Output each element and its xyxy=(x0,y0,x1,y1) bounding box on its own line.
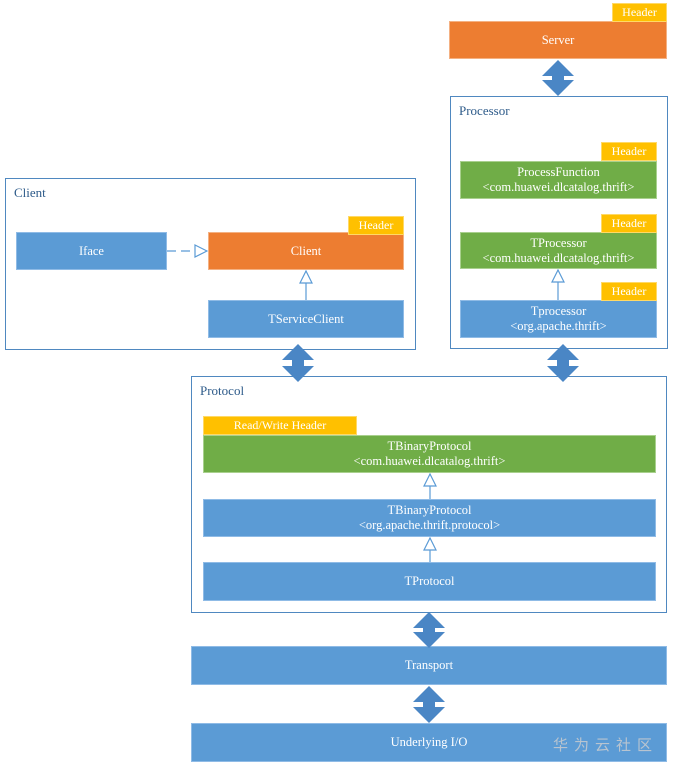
tservice-client-box: TServiceClient xyxy=(208,300,404,338)
tprocessor-huawei-name: TProcessor xyxy=(530,235,587,250)
protocol-read-write-header-tag: Read/Write Header xyxy=(203,416,357,435)
tprotocol-label: TProtocol xyxy=(404,574,455,588)
protocol-transport-double-arrow xyxy=(413,612,445,648)
tprocessor-apache-header-tag-label: Header xyxy=(611,284,647,298)
process-function-package: <com.huawei.dlcatalog.thrift> xyxy=(482,180,635,194)
tprocessor-apache-box: Tprocessor <org.apache.thrift> xyxy=(460,300,657,338)
iface-box: Iface xyxy=(16,232,167,270)
processor-group-title: Processor xyxy=(459,103,510,118)
tprotocol-box: TProtocol xyxy=(203,562,656,601)
tbinary-protocol-huawei-name: TBinaryProtocol xyxy=(387,439,472,453)
transport-box: Transport xyxy=(191,646,667,685)
processor-protocol-double-arrow xyxy=(547,344,579,382)
server-label: Server xyxy=(541,32,575,47)
tbinary-protocol-apache-package: <org.apache.thrift.protocol> xyxy=(358,518,501,532)
tprocessor-apache-name: Tprocessor xyxy=(530,304,587,318)
tprocessor-apache-header-tag: Header xyxy=(601,282,657,301)
process-function-header-tag-label: Header xyxy=(611,144,647,158)
client-group-title: Client xyxy=(14,185,46,200)
tbinary-protocol-huawei-box: TBinaryProtocol <com.huawei.dlcatalog.th… xyxy=(203,435,656,473)
tservice-client-label: TServiceClient xyxy=(268,311,344,326)
iface-label: Iface xyxy=(79,243,104,258)
tprocessor-huawei-package: <com.huawei.dlcatalog.thrift> xyxy=(482,250,635,265)
client-header-tag: Header xyxy=(348,216,404,235)
tprocessor-apache-package: <org.apache.thrift> xyxy=(510,319,607,333)
client-header-tag-label: Header xyxy=(358,218,394,232)
transport-io-double-arrow xyxy=(413,686,445,723)
process-function-header-tag: Header xyxy=(601,142,657,161)
underlying-io-label: Underlying I/O xyxy=(390,735,468,749)
client-label: Client xyxy=(290,243,322,258)
tprocessor-huawei-header-tag-label: Header xyxy=(611,216,647,230)
tbinary-protocol-apache-box: TBinaryProtocol <org.apache.thrift.proto… xyxy=(203,499,656,537)
tbinary-protocol-huawei-package: <com.huawei.dlcatalog.thrift> xyxy=(353,454,506,468)
client-protocol-double-arrow xyxy=(282,344,314,382)
server-processor-double-arrow xyxy=(542,60,574,96)
protocol-group-title: Protocol xyxy=(200,383,245,398)
server-header-tag-label: Header xyxy=(622,5,657,19)
protocol-read-write-header-tag-label: Read/Write Header xyxy=(233,418,327,432)
underlying-io-box: Underlying I/O xyxy=(191,723,667,762)
tbinary-protocol-apache-name: TBinaryProtocol xyxy=(387,503,472,517)
process-function-name: ProcessFunction xyxy=(517,165,600,179)
process-function-box: ProcessFunction <com.huawei.dlcatalog.th… xyxy=(460,161,657,199)
watermark-text: 华为云社区 xyxy=(553,736,659,754)
tprocessor-huawei-box: TProcessor <com.huawei.dlcatalog.thrift> xyxy=(460,232,657,269)
server-box: Server xyxy=(449,21,667,59)
tprocessor-huawei-header-tag: Header xyxy=(601,214,657,233)
client-box: Client xyxy=(208,232,404,270)
server-header-tag: Header xyxy=(612,3,667,22)
transport-label: Transport xyxy=(404,658,454,672)
